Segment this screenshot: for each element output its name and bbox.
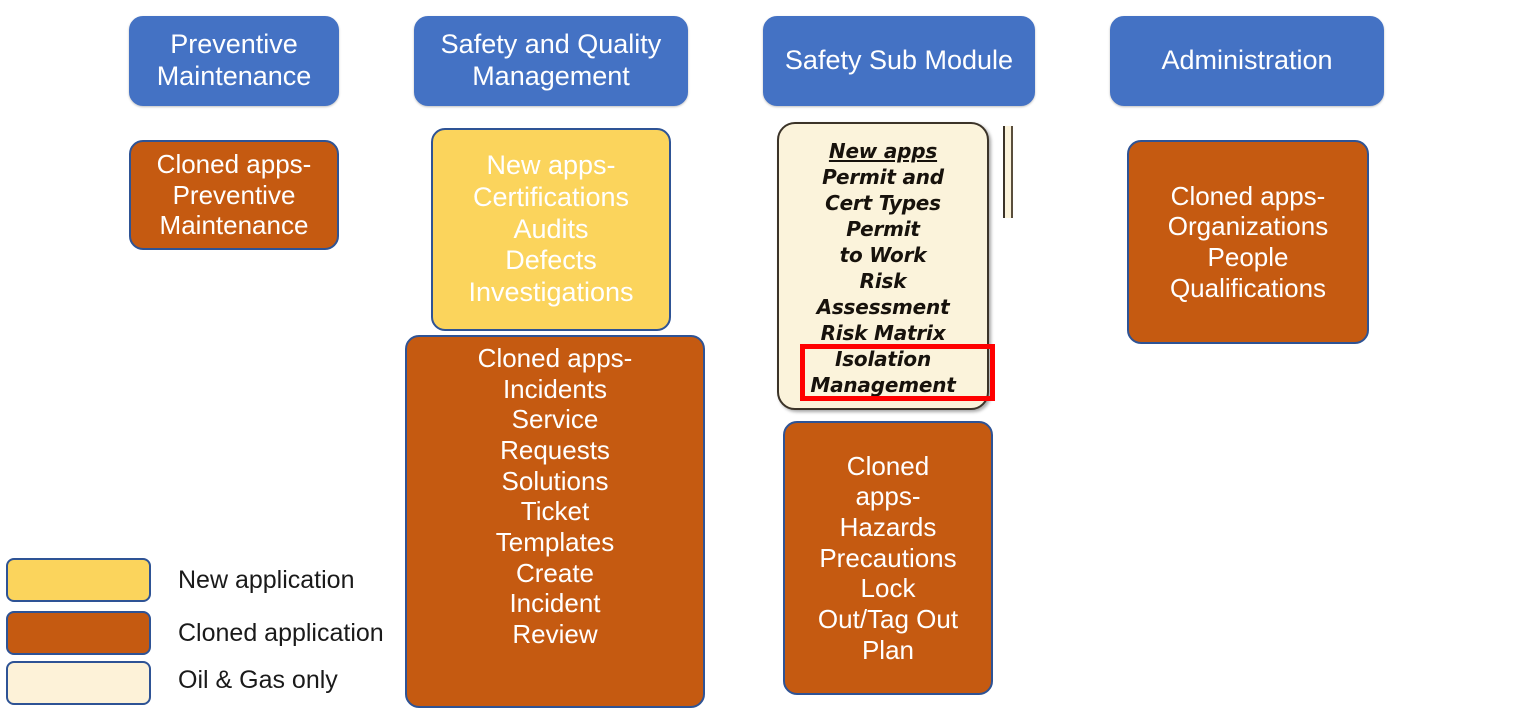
card-cloned-apps-safety-quality[interactable]: Cloned apps- Incidents Service Requests … xyxy=(405,335,705,708)
legend-swatch-oil-gas-only xyxy=(6,661,151,705)
column-header-safety-sub-module[interactable]: Safety Sub Module xyxy=(763,16,1035,106)
legend-swatch-new-application xyxy=(6,558,151,602)
column-header-label: Administration xyxy=(1161,45,1333,76)
card-cloned-apps-administration[interactable]: Cloned apps- Organizations People Qualif… xyxy=(1127,140,1369,344)
legend: New application Cloned application Oil &… xyxy=(0,0,420,715)
column-header-label: Preventive Maintenance xyxy=(156,29,312,91)
column-header-safety-and-quality-management[interactable]: Safety and Quality Management xyxy=(414,16,688,106)
column-header-administration[interactable]: Administration xyxy=(1110,16,1384,106)
card-text: New apps- Certifications Audits Defects … xyxy=(468,149,634,308)
column-header-label: Safety and Quality Management xyxy=(440,29,662,91)
card-cloned-preventive-maintenance[interactable]: Cloned apps- Preventive Maintenance xyxy=(129,140,339,250)
legend-swatch-cloned-application xyxy=(6,611,151,655)
card-oil-gas-new-apps[interactable]: New apps Permit and Cert Types Permit to… xyxy=(777,122,989,410)
card-cloned-apps-safety-sub[interactable]: Cloned apps- Hazards Precautions Lock Ou… xyxy=(783,421,993,695)
card-new-apps-safety-quality[interactable]: New apps- Certifications Audits Defects … xyxy=(431,128,671,331)
card-text-heading: New apps xyxy=(828,139,938,163)
card-text: New apps Permit and Cert Types Permit to… xyxy=(779,138,987,398)
column-header-preventive-maintenance[interactable]: Preventive Maintenance xyxy=(129,16,339,106)
card-text-body: Permit and Cert Types Permit to Work Ris… xyxy=(810,165,956,397)
legend-label-new-application: New application xyxy=(178,566,355,594)
oil-gas-card-background-sliver xyxy=(1003,126,1013,218)
legend-label-cloned-application: Cloned application xyxy=(178,619,384,647)
card-text: Cloned apps- Hazards Precautions Lock Ou… xyxy=(817,450,959,665)
legend-label-oil-gas-only: Oil & Gas only xyxy=(178,666,338,694)
card-text: Cloned apps- Preventive Maintenance xyxy=(156,148,312,241)
card-text: Cloned apps- Organizations People Qualif… xyxy=(1167,180,1329,303)
card-text: Cloned apps- Incidents Service Requests … xyxy=(477,343,633,650)
column-header-label: Safety Sub Module xyxy=(784,45,1014,76)
